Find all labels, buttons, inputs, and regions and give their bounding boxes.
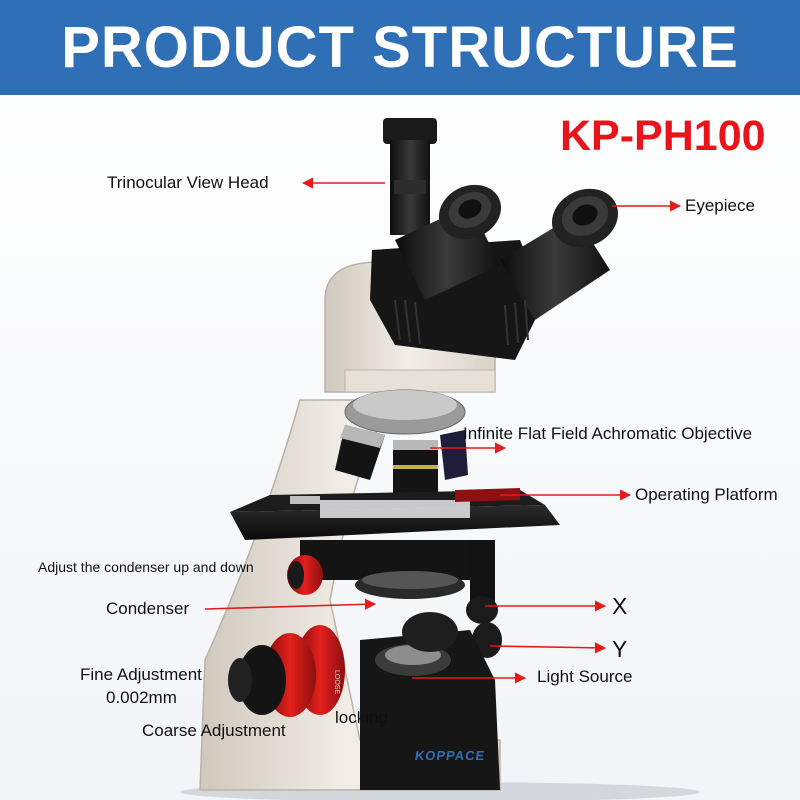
slide-clip	[290, 496, 320, 504]
left-eyepiece	[395, 184, 502, 300]
label-y-axis: Y	[612, 636, 628, 662]
trinocular-tube-ring	[394, 180, 426, 194]
label-objective: Infinite Flat Field Achromatic Objective	[463, 424, 753, 443]
label-fine-adjustment: Fine Adjustment	[80, 665, 202, 684]
model-number: KP-PH100	[560, 112, 766, 160]
label-x-axis: X	[612, 593, 628, 619]
objective-right	[440, 430, 468, 480]
label-eyepiece: Eyepiece	[685, 196, 755, 215]
label-condenser-adjust: Adjust the condenser up and down	[38, 559, 254, 575]
condenser-knob-cap	[288, 561, 304, 589]
label-fine-adjustment-value: 0.002mm	[106, 688, 177, 707]
objective-center	[393, 440, 438, 495]
nosepiece-top	[353, 390, 457, 420]
head-grip	[394, 299, 529, 346]
label-locking: locking	[335, 708, 388, 727]
brand-logo-text: KOPPACE	[413, 748, 487, 763]
label-trinocular-head: Trinocular View Head	[107, 173, 269, 192]
label-coarse-adjustment: Coarse Adjustment	[142, 721, 286, 740]
trinocular-tube-cap	[383, 118, 437, 144]
right-eyepiece	[500, 188, 619, 320]
label-operating-platform: Operating Platform	[635, 485, 778, 504]
svg-text:LOOSE: LOOSE	[333, 670, 340, 694]
header-banner: PRODUCT STRUCTURE	[0, 0, 800, 95]
head-collar	[344, 369, 496, 393]
focus-knobs	[228, 625, 345, 717]
field-diaphragm	[402, 612, 458, 652]
page-title: PRODUCT STRUCTURE	[61, 15, 739, 80]
x-knob	[466, 596, 498, 624]
condenser-top	[362, 571, 458, 589]
label-condenser: Condenser	[106, 599, 190, 618]
glass-slide	[320, 500, 470, 518]
stage	[230, 488, 560, 540]
objective-left	[335, 425, 385, 480]
label-light-source: Light Source	[537, 667, 633, 686]
